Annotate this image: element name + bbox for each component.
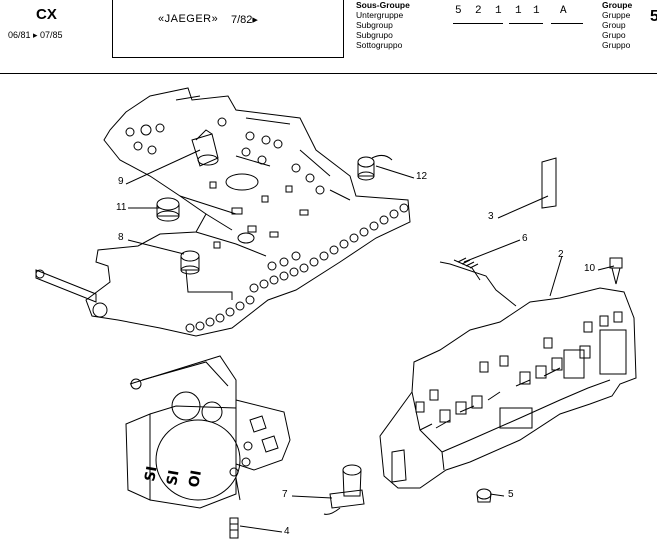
callout-6: 6: [522, 233, 528, 244]
printed-circuit-board: [35, 87, 411, 337]
group-label-fr: Groupe: [602, 0, 633, 10]
brand-name: «JAEGER»: [158, 13, 219, 25]
callout-9: 9: [118, 176, 124, 187]
group-label-it: Gruppo: [602, 40, 631, 50]
cable-6: [439, 257, 517, 307]
code-digit: 1: [495, 5, 502, 17]
group-label-de: Gruppe: [602, 10, 631, 20]
callout-8: 8: [118, 232, 124, 243]
cap-5: [476, 488, 492, 503]
instrument-housing-2: [379, 287, 637, 489]
svg-text:OI: OI: [186, 469, 205, 489]
code-digit: 1: [515, 5, 522, 17]
svg-text:SI: SI: [164, 469, 182, 487]
brand-box: «JAEGER» 7/82▸: [112, 0, 344, 58]
model-code: CX: [36, 6, 57, 23]
bulb-10: [609, 257, 623, 285]
subgroup-label-es: Subgrupo: [356, 30, 393, 40]
bulb-holder-8: [180, 250, 233, 300]
subgroup-labels: Sous-Groupe Untergruppe Subgroup Subgrup…: [356, 0, 410, 50]
subgroup-label-de: Untergruppe: [356, 10, 404, 20]
code-digit: 1: [533, 5, 540, 17]
spring-4: [229, 517, 239, 539]
bulb-holder-11: [156, 197, 180, 222]
brand-date: 7/82▸: [231, 14, 258, 26]
board-pads: [125, 117, 409, 333]
callout-12: 12: [416, 171, 428, 182]
callout-4: 4: [284, 526, 290, 537]
subgroup-label-fr: Sous-Groupe: [356, 0, 410, 10]
callout-3: 3: [488, 211, 494, 222]
callout-5: 5: [508, 489, 514, 500]
subgroup-code: 5 2 1 1 1 A: [453, 5, 585, 25]
code-digit: 2: [475, 5, 482, 17]
group-labels: Groupe Gruppe Group Grupo Gruppo: [602, 0, 632, 50]
code-digit: A: [560, 5, 567, 17]
group-label-es: Grupo: [602, 30, 626, 40]
subgroup-label-it: Sottogruppo: [356, 40, 403, 50]
code-digit: 5: [455, 5, 462, 17]
group-label-en: Group: [602, 20, 626, 30]
bulb-holder-12: [357, 154, 393, 181]
callout-11: 11: [116, 202, 127, 213]
callout-2: 2: [558, 249, 564, 260]
drum-face: SI SI OI: [142, 465, 205, 489]
production-dates: 06/81 ▸ 07/85: [8, 30, 63, 40]
bulb-holder-9: [191, 129, 219, 167]
callout-7: 7: [282, 489, 288, 500]
lamp-3: [541, 157, 557, 209]
switch-7: [323, 464, 365, 515]
svg-text:SI: SI: [142, 465, 160, 483]
group-number: 5: [650, 8, 657, 25]
header-rule: [0, 73, 657, 74]
callout-10: 10: [584, 263, 596, 274]
subgroup-label-en: Subgroup: [356, 20, 393, 30]
header: CX 06/81 ▸ 07/85 «JAEGER» 7/82▸ Sous-Gro…: [0, 0, 657, 74]
gauge-unit: [125, 355, 291, 509]
leader-lines: [125, 149, 615, 533]
